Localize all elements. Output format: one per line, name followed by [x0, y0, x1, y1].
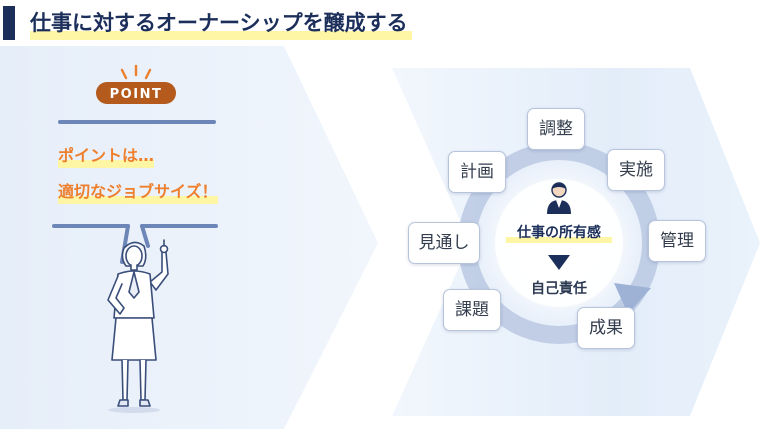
worker-icon — [547, 182, 571, 214]
step-plan: 計画 — [448, 151, 506, 193]
businesswoman-illustration — [107, 239, 169, 413]
point-badge: POINT — [96, 64, 176, 104]
point-text-line1: ポイントは… — [58, 144, 155, 168]
step-adjust: 調整 — [527, 108, 585, 150]
point-top-line — [58, 120, 216, 124]
cycle-center-title: 仕事の所有感 — [506, 223, 612, 243]
step-manage: 管理 — [648, 220, 706, 262]
title-accent-bar — [3, 6, 15, 40]
cycle-arrowhead — [614, 283, 651, 314]
point-text-line2: 適切なジョブサイズ！ — [58, 180, 218, 204]
left-chevron — [0, 46, 378, 429]
step-outlook: 見通し — [408, 222, 480, 264]
cycle-center-subtitle: 自己責任 — [531, 281, 587, 297]
cycle-ring-inner — [495, 179, 623, 307]
step-execute: 実施 — [607, 149, 665, 191]
step-issues: 課題 — [443, 289, 501, 331]
step-result: 成果 — [577, 307, 635, 349]
point-badge-label: POINT — [110, 87, 163, 102]
down-arrow-icon — [548, 255, 570, 270]
page-title: 仕事に対するオーナーシップを醸成する — [30, 6, 412, 40]
